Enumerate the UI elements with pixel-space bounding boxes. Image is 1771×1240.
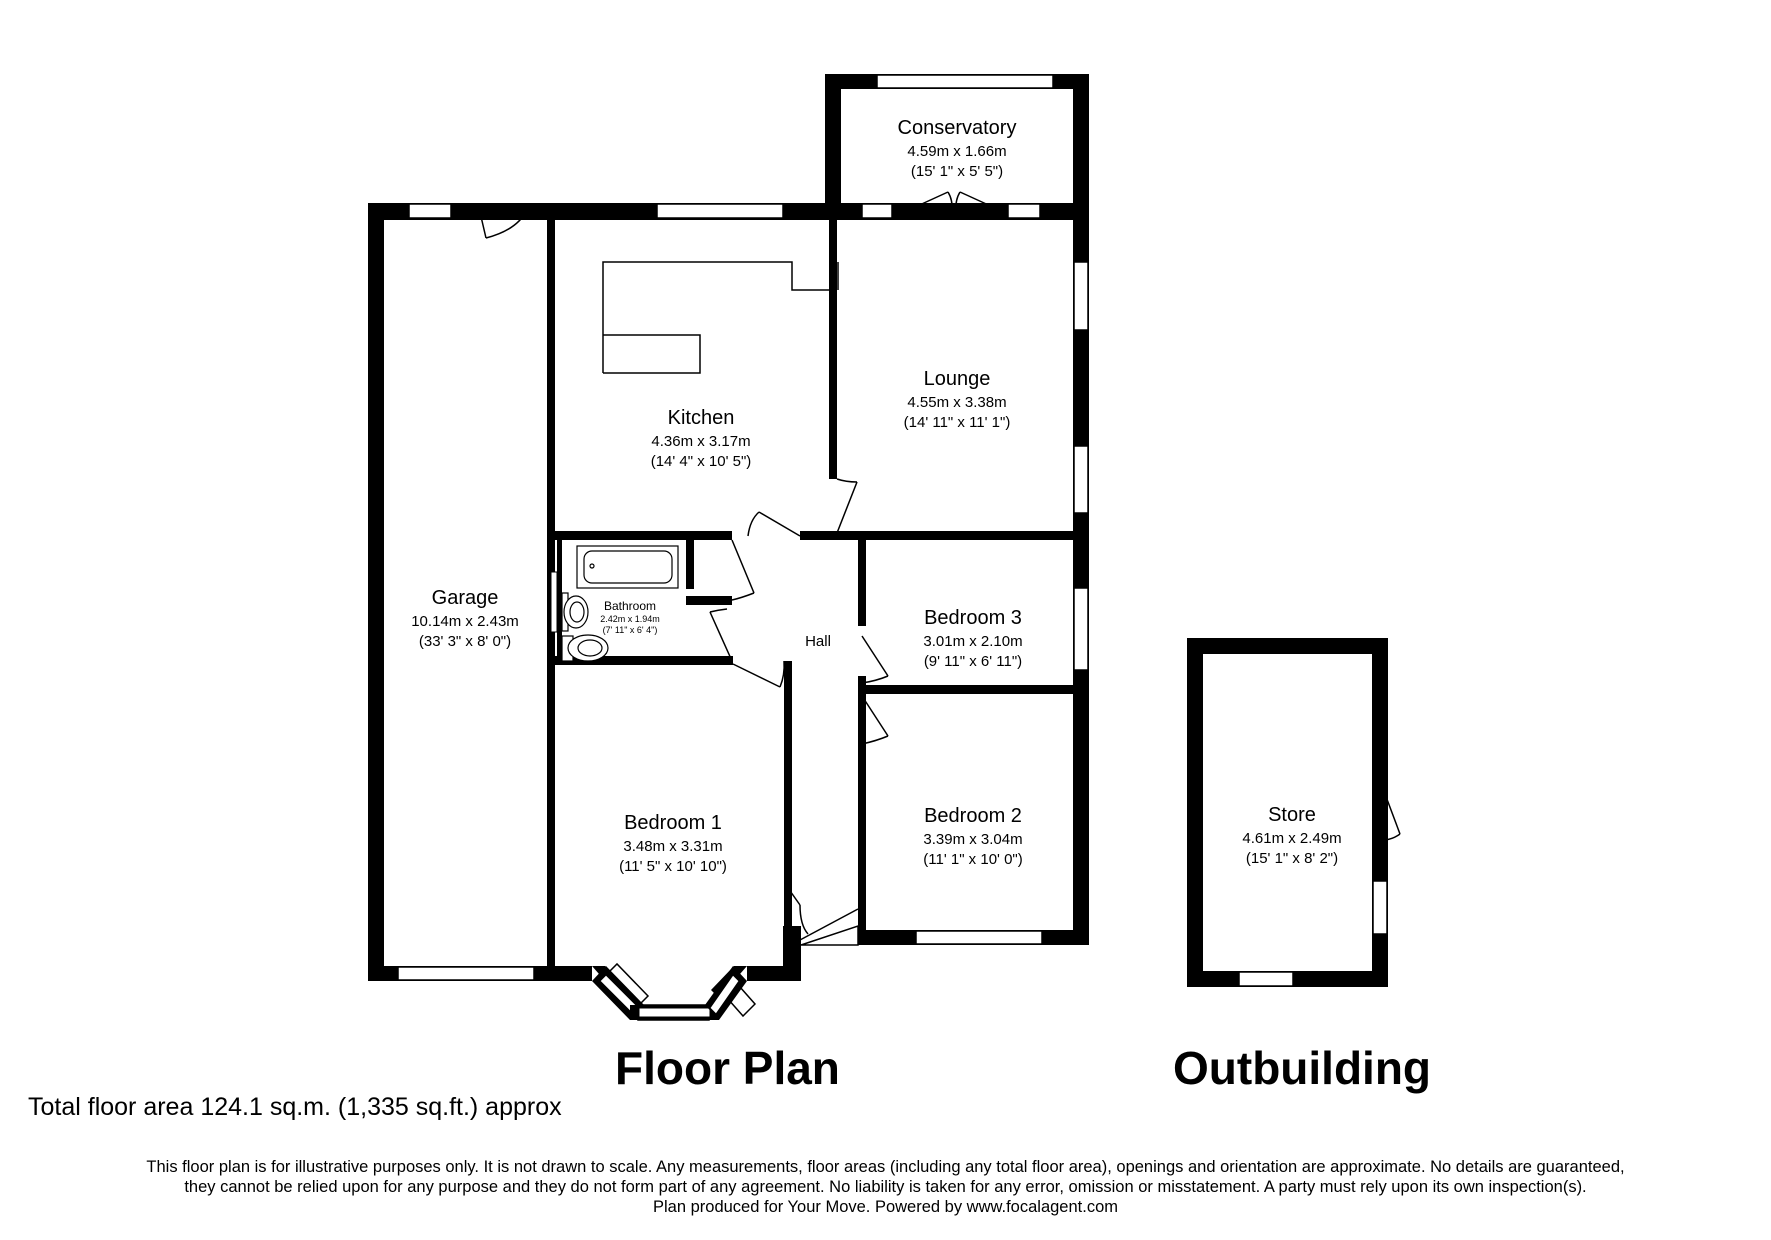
toilet-icon xyxy=(561,634,609,662)
bedroom1-imperial: (11' 5" x 10' 10") xyxy=(619,858,727,875)
room-labels: Conservatory 4.59m x 1.66m (15' 1" x 5' … xyxy=(411,117,1341,875)
bathroom-name: Bathroom xyxy=(604,599,656,613)
disclaimer-line: they cannot be relied upon for any purpo… xyxy=(184,1178,1587,1196)
store-metric: 4.61m x 2.49m xyxy=(1242,830,1341,847)
disclaimer-line: This floor plan is for illustrative purp… xyxy=(146,1158,1625,1176)
total-floor-area: Total floor area 124.1 sq.m. (1,335 sq.f… xyxy=(28,1093,562,1121)
lounge-imperial: (14' 11" x 11' 1") xyxy=(904,414,1011,431)
bedroom1-name: Bedroom 1 xyxy=(624,812,722,834)
bedroom3-name: Bedroom 3 xyxy=(924,607,1022,629)
floor-plan-label: Floor Plan xyxy=(615,1042,840,1094)
kitchen-name: Kitchen xyxy=(668,407,735,429)
disclaimer: This floor plan is for illustrative purp… xyxy=(0,1157,1771,1217)
lounge-metric: 4.55m x 3.38m xyxy=(907,394,1006,411)
doors xyxy=(478,191,1401,941)
hall-cupboard xyxy=(800,924,859,946)
garage-metric: 10.14m x 2.43m xyxy=(411,613,519,630)
conservatory-imperial: (15' 1" x 5' 5") xyxy=(911,163,1003,180)
bedroom2-metric: 3.39m x 3.04m xyxy=(923,831,1022,848)
kitchen-imperial: (14' 4" x 10' 5") xyxy=(651,453,752,470)
bedroom3-metric: 3.01m x 2.10m xyxy=(923,633,1022,650)
bath-icon xyxy=(576,545,679,589)
kitchen-worktop xyxy=(602,261,839,374)
bedroom3-imperial: (9' 11" x 6' 11") xyxy=(924,653,1022,670)
lounge-name: Lounge xyxy=(924,368,991,390)
bathroom-window xyxy=(550,571,558,633)
bedroom1-metric: 3.48m x 3.31m xyxy=(623,838,722,855)
hall-name: Hall xyxy=(805,633,831,650)
bathroom-imperial: (7' 11" x 6' 4") xyxy=(603,625,658,635)
bay-window-detail xyxy=(592,966,747,1020)
disclaimer-line: Plan produced for Your Move. Powered by … xyxy=(652,1198,1118,1216)
kitchen-metric: 4.36m x 3.17m xyxy=(651,433,750,450)
windows xyxy=(397,74,1388,987)
bedroom2-imperial: (11' 1" x 10' 0") xyxy=(923,851,1022,868)
conservatory-name: Conservatory xyxy=(898,117,1017,139)
garage-imperial: (33' 3" x 8' 0") xyxy=(419,633,511,650)
garage-name: Garage xyxy=(432,587,499,609)
store-name: Store xyxy=(1268,804,1316,826)
basin-icon xyxy=(561,592,589,632)
bathroom-left-wall xyxy=(557,540,562,656)
bedroom2-name: Bedroom 2 xyxy=(924,805,1022,827)
conservatory-metric: 4.59m x 1.66m xyxy=(907,143,1006,160)
bathroom-metric: 2.42m x 1.94m xyxy=(600,614,660,624)
outbuilding-label: Outbuilding xyxy=(1173,1042,1432,1094)
store-imperial: (15' 1" x 8' 2") xyxy=(1246,850,1338,867)
